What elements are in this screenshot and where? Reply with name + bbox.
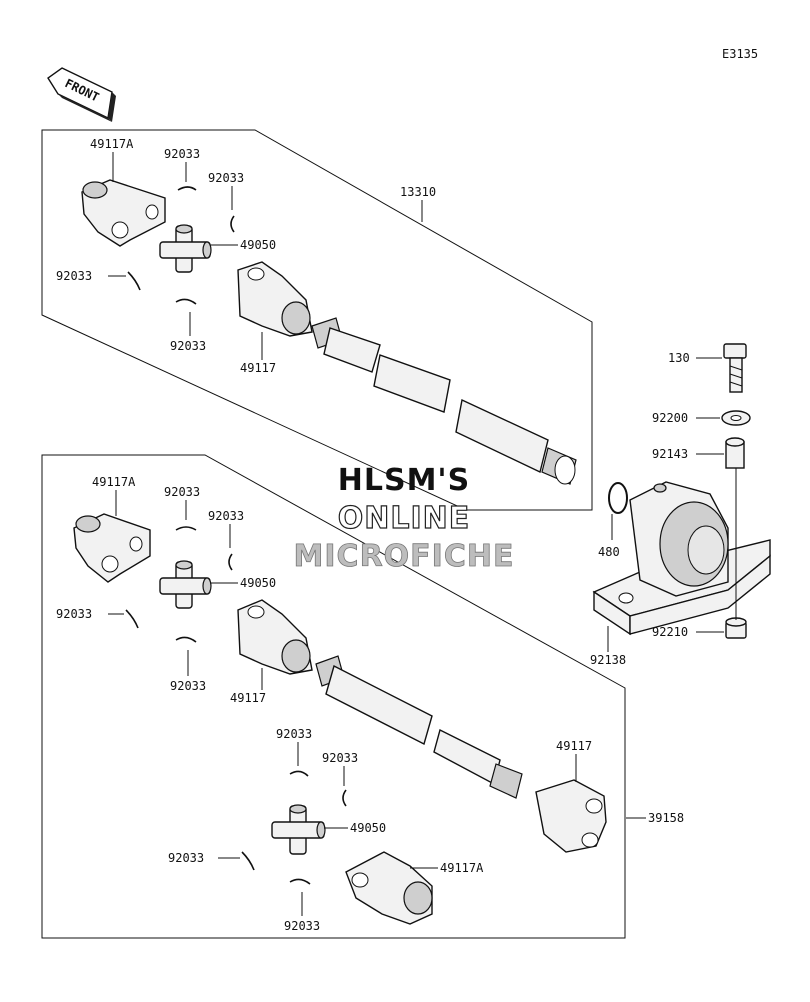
- lower-clip-2: [228, 553, 233, 571]
- label-rear-clip-1: 92033: [276, 727, 312, 741]
- collar-icon: [725, 437, 745, 469]
- lower-clip-3: [125, 609, 139, 629]
- upper-clip-1: [177, 186, 197, 191]
- label-washer: 92200: [652, 411, 688, 425]
- circlip-icon: [608, 482, 628, 514]
- label-upper-cross: 49050: [240, 238, 276, 252]
- rear-cross-joint: [271, 804, 326, 855]
- bearing-housing: [592, 481, 771, 636]
- lower-drive-shaft: [315, 655, 523, 799]
- label-upper-yoke: 49117: [240, 361, 276, 375]
- rear-yoke-a: [345, 851, 433, 925]
- label-nut: 92210: [652, 625, 688, 639]
- label-upper-clip-1: 92033: [164, 147, 200, 161]
- label-circlip: 480: [598, 545, 620, 559]
- rear-clip-2: [342, 789, 347, 807]
- upper-yoke-a: [81, 179, 166, 247]
- label-rear-clip-4: 92033: [284, 919, 320, 933]
- label-upper-yoke-a: 49117A: [90, 137, 134, 151]
- watermark-line-1: HLSM'S: [338, 463, 470, 498]
- lower-cross-joint: [159, 560, 212, 609]
- label-housing: 92138: [590, 653, 626, 667]
- label-collar: 92143: [652, 447, 688, 461]
- label-rear-yoke: 49117: [556, 739, 592, 753]
- diagram-code: E3135: [722, 47, 758, 61]
- label-lower-clip-1: 92033: [164, 485, 200, 499]
- bolt-icon: [723, 343, 747, 393]
- label-bolt: 130: [668, 351, 690, 365]
- upper-yoke: [237, 261, 313, 337]
- watermark-line-3: MICROFICHE: [294, 539, 515, 574]
- nut-icon: [725, 617, 747, 639]
- label-lower-cross: 49050: [240, 576, 276, 590]
- lower-yoke-a: [73, 513, 151, 583]
- rear-clip-4: [289, 878, 311, 885]
- upper-clip-3: [127, 271, 141, 291]
- rear-clip-3: [241, 851, 255, 871]
- upper-drive-shaft: [311, 317, 577, 485]
- label-upper-clip-4: 92033: [170, 339, 206, 353]
- label-rear-clip-3: 92033: [168, 851, 204, 865]
- lower-clip-4: [175, 636, 197, 643]
- label-upper-clip-2: 92033: [208, 171, 244, 185]
- upper-clip-2: [230, 215, 235, 233]
- rear-yoke: [535, 779, 607, 853]
- label-upper-clip-3: 92033: [56, 269, 92, 283]
- label-lower-assembly: 39158: [648, 811, 684, 825]
- label-lower-yoke-a: 49117A: [92, 475, 136, 489]
- rear-clip-1: [289, 770, 309, 777]
- label-upper-assembly: 13310: [400, 185, 436, 199]
- upper-cross-joint: [159, 224, 212, 273]
- label-lower-clip-3: 92033: [56, 607, 92, 621]
- watermark: HLSM'S ONLINE MICROFICHE: [293, 463, 515, 574]
- lower-yoke: [237, 599, 313, 675]
- label-rear-cross: 49050: [350, 821, 386, 835]
- front-arrow-icon: FRONT: [47, 67, 116, 122]
- label-lower-clip-2: 92033: [208, 509, 244, 523]
- lower-assembly-outline: [41, 454, 626, 939]
- label-rear-clip-2: 92033: [322, 751, 358, 765]
- label-lower-yoke: 49117: [230, 691, 266, 705]
- lower-clip-1: [175, 526, 197, 531]
- watermark-line-2: ONLINE: [338, 501, 471, 536]
- upper-clip-4: [175, 298, 197, 305]
- label-lower-clip-4: 92033: [170, 679, 206, 693]
- label-rear-yoke-a: 49117A: [440, 861, 484, 875]
